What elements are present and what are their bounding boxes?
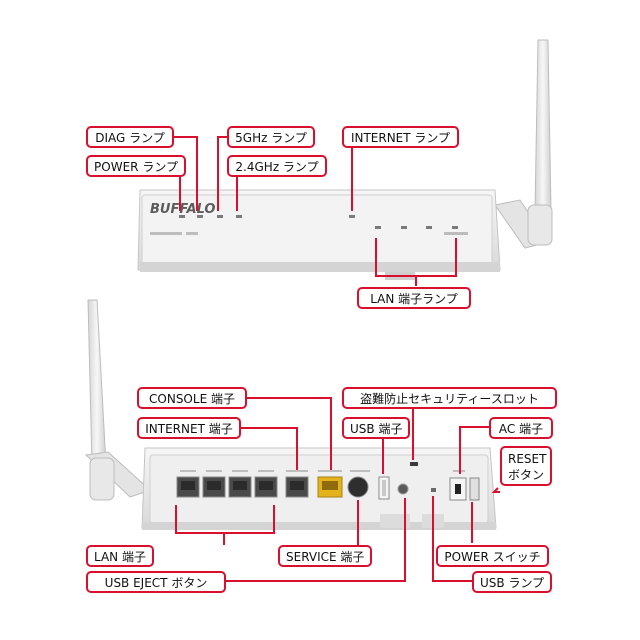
callout-diag-lamp: DIAG ランプ <box>86 126 174 148</box>
service-port <box>347 476 369 498</box>
led-24ghz <box>236 215 242 218</box>
usb-eject-button <box>397 483 409 495</box>
callout-lan-lamp: LAN 端子ランプ <box>357 287 471 309</box>
diag-led <box>197 215 203 218</box>
callout-lan-port: LAN 端子 <box>86 545 154 567</box>
rear-router <box>84 299 497 530</box>
lan-led-2 <box>401 226 407 229</box>
callout-usb-port: USB 端子 <box>342 417 410 439</box>
rear-leader-lines <box>175 397 500 582</box>
callout-5ghz-lamp: 5GHz ランプ <box>227 126 315 148</box>
front-antenna <box>494 39 553 249</box>
rear-antenna <box>84 299 151 501</box>
front-router: BUFFALO <box>137 39 553 280</box>
rear-lan-ports <box>176 476 278 498</box>
callout-power-switch: POWER スイッチ <box>436 545 549 567</box>
led-5ghz <box>217 215 223 218</box>
front-right-mark <box>444 232 468 235</box>
callout-console-port: CONSOLE 端子 <box>137 387 247 409</box>
callout-internet-lamp: INTERNET ランプ <box>342 126 459 148</box>
security-slot <box>410 462 418 466</box>
power-led <box>179 215 185 218</box>
callout-service-port: SERVICE 端子 <box>278 545 372 567</box>
lan-led-1 <box>375 226 381 229</box>
callout-power-lamp: POWER ランプ <box>86 155 186 177</box>
lan-led-3 <box>426 226 432 229</box>
usb-lamp <box>431 488 436 492</box>
lan-led-4 <box>452 226 458 229</box>
callout-usb-eject: USB EJECT ボタン <box>86 571 226 593</box>
buffalo-logo: BUFFALO <box>150 202 215 217</box>
callout-security-slot: 盗難防止セキュリティースロット <box>342 387 557 409</box>
power-switch <box>469 477 480 501</box>
callout-24ghz-lamp: 2.4GHz ランプ <box>227 155 327 177</box>
front-led-group <box>179 215 458 229</box>
front-model-mark <box>150 232 182 235</box>
callout-usb-lamp: USB ランプ <box>472 571 552 593</box>
internet-led <box>349 215 355 218</box>
front-body <box>137 189 501 280</box>
callout-reset-button: RESET ボタン <box>500 446 552 486</box>
callout-internet-port: INTERNET 端子 <box>137 417 241 439</box>
callout-ac-port: AC 端子 <box>489 417 553 439</box>
front-model-mark-2 <box>186 232 198 235</box>
